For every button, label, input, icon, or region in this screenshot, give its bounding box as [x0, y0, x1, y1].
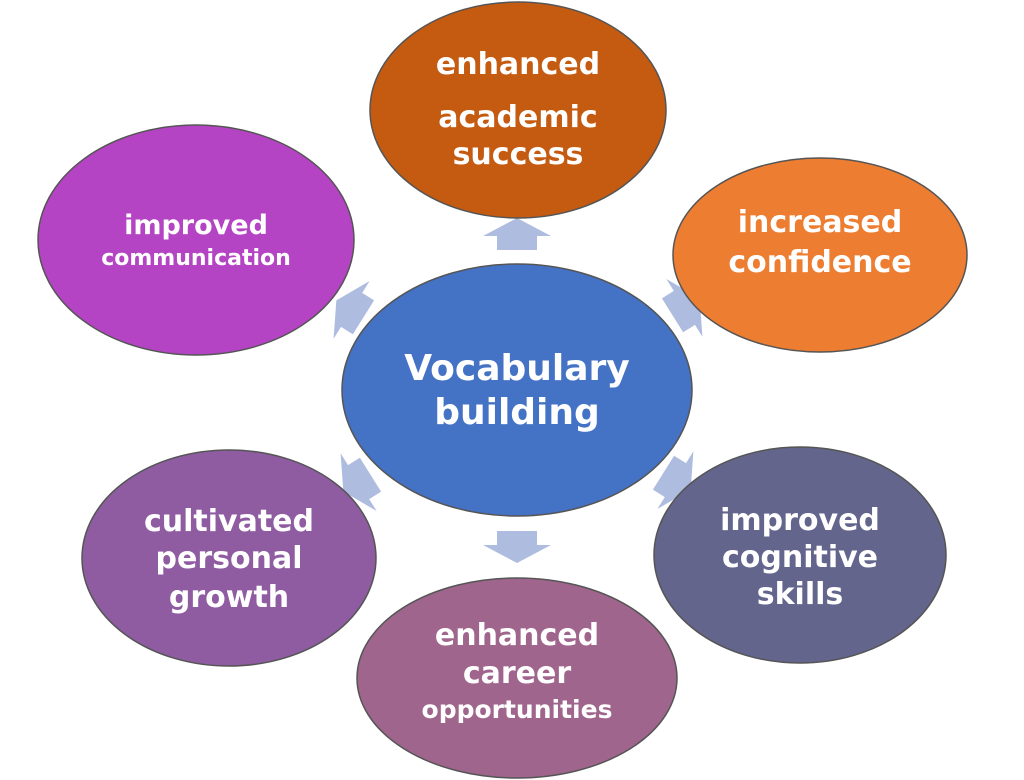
arrow-up-icon	[483, 218, 551, 250]
node-label-line: communication	[101, 246, 291, 271]
node-career-opportunities: enhanced career opportunities	[356, 577, 678, 779]
node-label-line: increased	[738, 205, 903, 240]
node-label-line: enhanced	[435, 618, 599, 653]
center-label-line: building	[434, 392, 600, 433]
node-label-line: opportunities	[422, 695, 613, 724]
node-label-line: growth	[169, 580, 289, 615]
node-improved-communication: improved communication	[37, 124, 355, 356]
node-label-line: personal	[156, 541, 303, 576]
arrow-down-icon	[483, 531, 551, 563]
center-label-line: Vocabulary	[404, 348, 630, 389]
node-label-line: cultivated	[144, 504, 314, 539]
node-label-line: enhanced	[436, 47, 600, 82]
node-personal-growth: cultivated personal growth	[81, 449, 377, 667]
node-cognitive-skills: improved cognitive skills	[653, 446, 947, 664]
node-label-line: cognitive	[722, 540, 878, 575]
node-label-line: success	[453, 137, 584, 172]
center-node-vocabulary-building: Vocabulary building	[341, 263, 693, 517]
node-increased-confidence: increased confidence	[672, 157, 968, 353]
node-label-line: career	[463, 656, 572, 691]
node-label-line: academic	[438, 100, 597, 135]
node-label-line: improved	[720, 503, 880, 538]
node-label-line: skills	[757, 577, 844, 612]
node-label-line: improved	[124, 210, 268, 241]
node-academic-success: enhanced academic success	[369, 1, 667, 219]
node-label-line: confidence	[728, 245, 911, 280]
